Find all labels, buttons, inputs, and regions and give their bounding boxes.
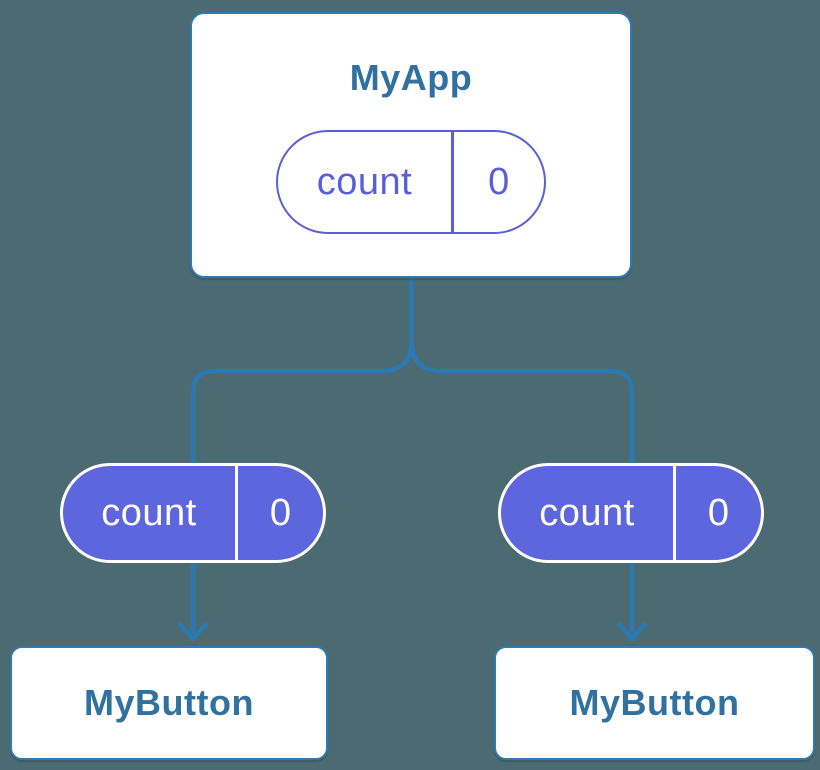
- child-component-title-left: MyButton: [84, 682, 254, 723]
- connector-line-left: [190, 278, 414, 634]
- pill-divider: [235, 466, 238, 560]
- child-component-card-left: MyButton: [10, 646, 328, 760]
- root-component-title: MyApp: [349, 57, 473, 98]
- prop-pill-right-value: 0: [707, 491, 730, 534]
- root-state-pill: count 0: [276, 130, 546, 234]
- prop-pill-left-label: count: [101, 491, 197, 534]
- root-state-value: 0: [488, 160, 510, 203]
- prop-pill-right-label: count: [539, 491, 635, 534]
- prop-pill-right: count 0: [498, 463, 764, 563]
- root-state-label: count: [316, 160, 413, 203]
- root-component-card: MyApp count 0: [190, 12, 632, 278]
- pill-divider: [451, 132, 454, 232]
- child-component-card-right: MyButton: [494, 646, 815, 760]
- prop-pill-left-value: 0: [269, 491, 292, 534]
- connector-line-right: [409, 278, 635, 634]
- child-component-title-right: MyButton: [569, 682, 740, 723]
- prop-pill-left: count 0: [60, 463, 326, 563]
- arrowhead-left-icon: [177, 621, 209, 643]
- arrowhead-right-icon: [616, 621, 648, 643]
- pill-divider: [673, 466, 676, 560]
